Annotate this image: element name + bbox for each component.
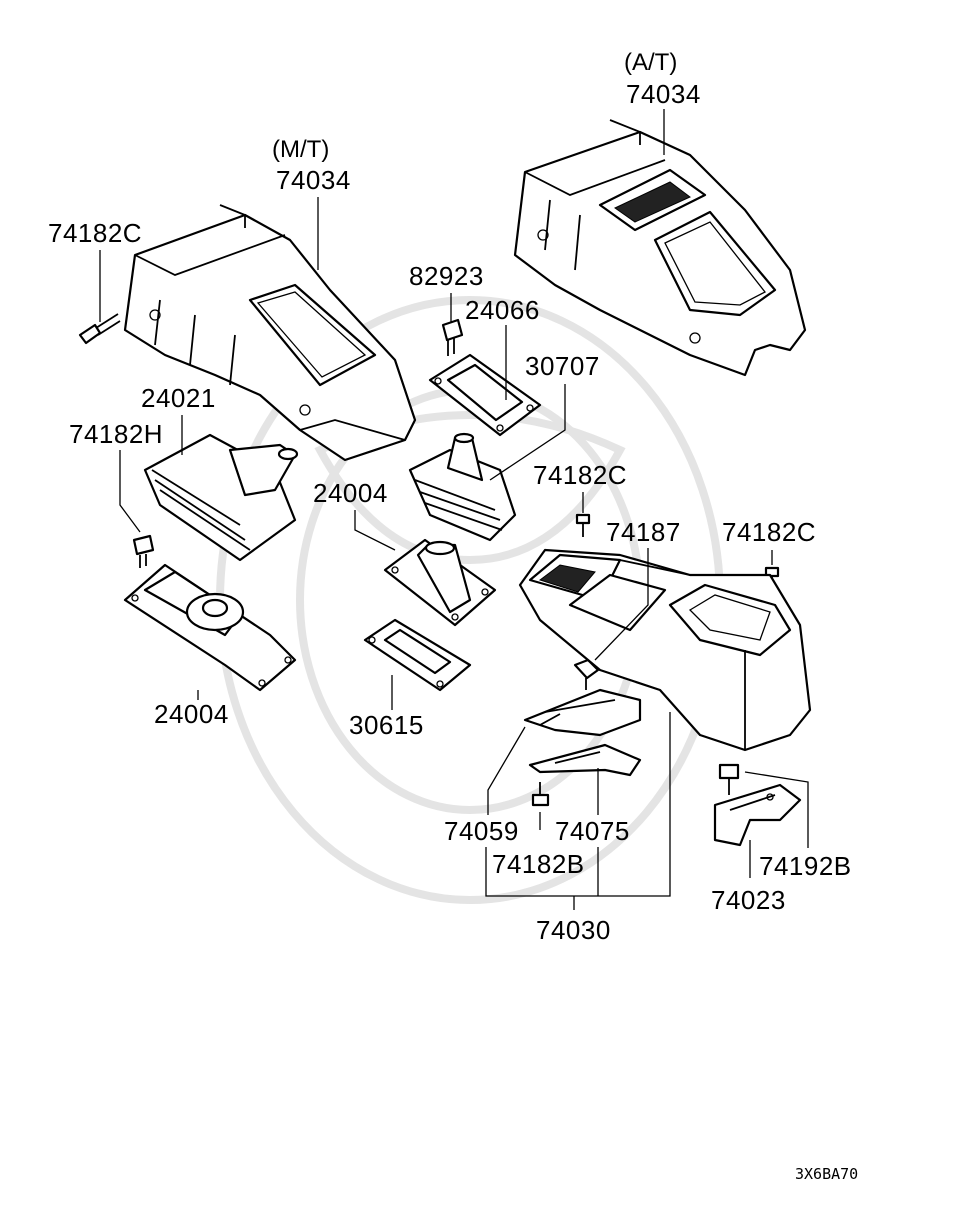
part-label-74182c-middle: 74182C bbox=[533, 460, 628, 490]
bracket-74023 bbox=[713, 783, 802, 847]
variant-mt-label: (M/T) bbox=[272, 136, 330, 163]
bolt-74182b bbox=[531, 782, 550, 807]
shift-boot-24021 bbox=[143, 433, 299, 562]
part-label-24004-middle: 24004 bbox=[313, 478, 388, 508]
part-label-74075: 74075 bbox=[555, 816, 630, 846]
part-label-30615: 30615 bbox=[349, 710, 424, 740]
part-label-74187: 74187 bbox=[606, 517, 681, 547]
part-label-74023: 74023 bbox=[711, 885, 786, 915]
drawing-code: 3X6BA70 bbox=[795, 1165, 859, 1183]
screw-74182c-left bbox=[78, 313, 121, 345]
bracket-74059 bbox=[523, 688, 642, 737]
part-label-74182b: 74182B bbox=[492, 849, 585, 879]
retainer-plate-24066 bbox=[428, 353, 542, 437]
console-cover-at bbox=[513, 119, 807, 377]
part-label-74182h: 74182H bbox=[69, 419, 164, 449]
part-label-24066: 24066 bbox=[465, 295, 540, 325]
part-label-74182c-right: 74182C bbox=[722, 517, 817, 547]
part-label-82923: 82923 bbox=[409, 261, 484, 291]
variant-at-label: (A/T) bbox=[624, 49, 678, 76]
bolt-74192b bbox=[718, 763, 740, 795]
frame-30615 bbox=[363, 618, 472, 692]
part-label-74059: 74059 bbox=[444, 816, 519, 846]
floor-console-74030 bbox=[518, 548, 812, 752]
console-cover-mt bbox=[123, 204, 417, 462]
leader-lines bbox=[99, 109, 809, 910]
bracket-74075 bbox=[528, 743, 642, 777]
part-label-74182c-left: 74182C bbox=[48, 218, 143, 248]
part-label-74030: 74030 bbox=[536, 915, 611, 945]
shift-boot-30707 bbox=[408, 432, 517, 542]
bolt-74182h bbox=[132, 534, 155, 568]
part-label-30707: 30707 bbox=[525, 351, 600, 381]
part-label-74034-mt: 74034 bbox=[276, 165, 351, 195]
plate-24004-middle bbox=[383, 538, 497, 627]
part-label-24021: 24021 bbox=[141, 383, 216, 413]
plate-24004-left bbox=[123, 563, 297, 692]
part-label-74192b: 74192B bbox=[759, 851, 852, 881]
bolt-82923 bbox=[441, 318, 464, 356]
screw-74182c-middle bbox=[575, 513, 591, 537]
part-label-24004-left: 24004 bbox=[154, 699, 229, 729]
part-label-74034-at: 74034 bbox=[626, 79, 701, 109]
